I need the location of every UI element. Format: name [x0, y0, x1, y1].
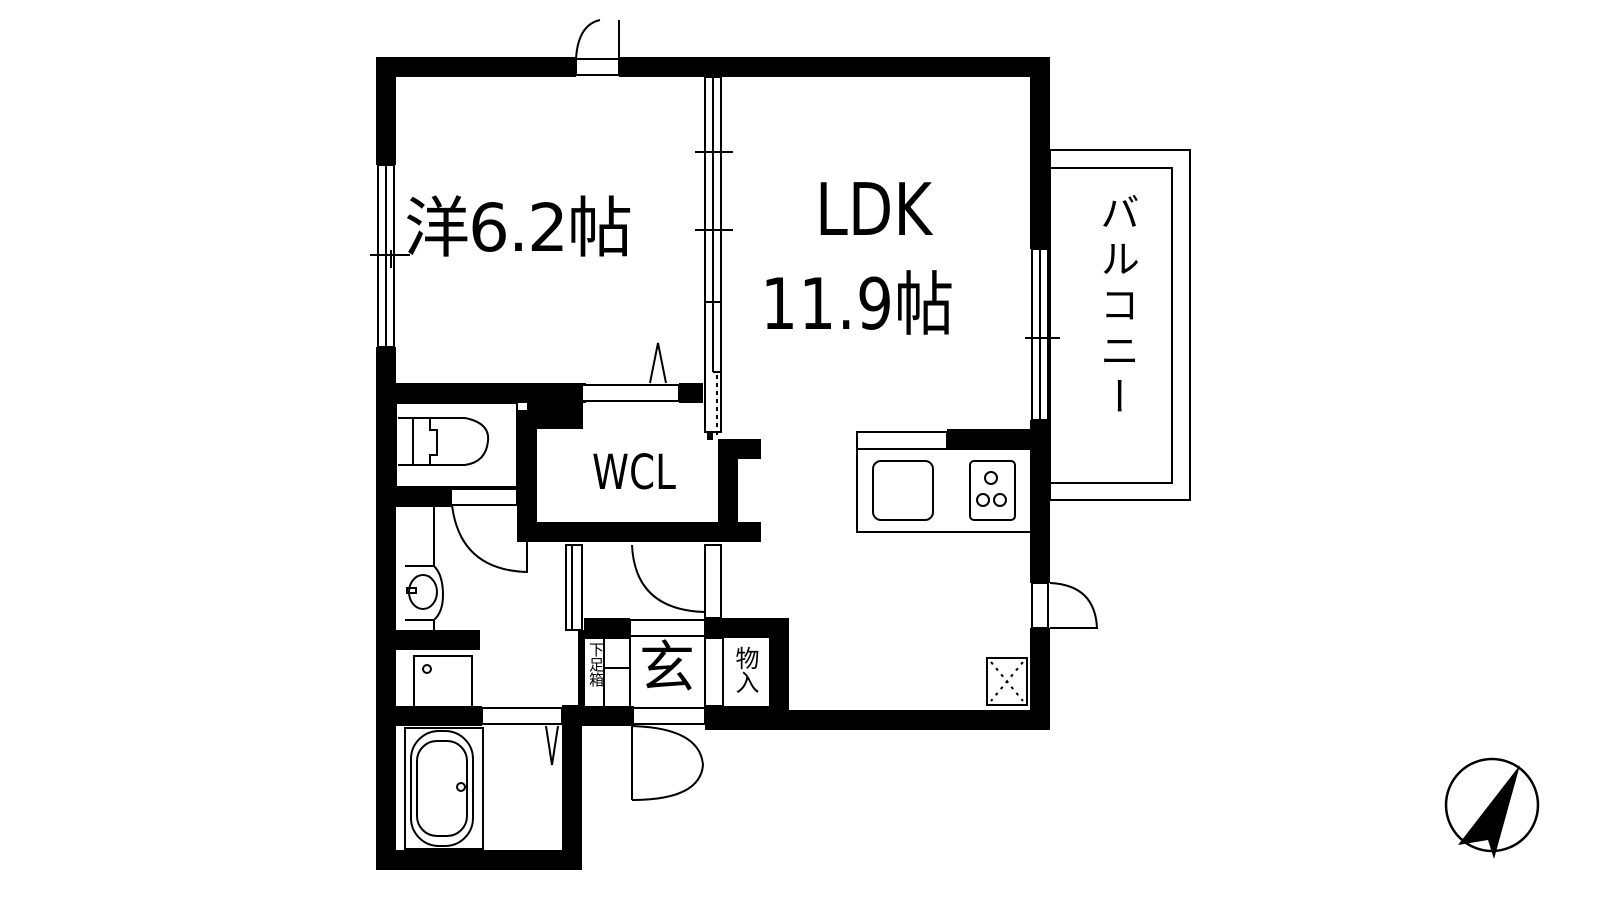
wall-wcl: [718, 439, 761, 459]
wall-left: [376, 347, 396, 870]
wall-wash: [376, 630, 480, 650]
wall-bath: [376, 706, 482, 726]
room-label-shoe-box: 下足箱: [587, 642, 605, 687]
wall-wcl: [517, 522, 761, 542]
wall-western-bottom: [679, 383, 703, 403]
north-arrow-icon: [1444, 757, 1540, 859]
room-label-storage: 物入: [731, 646, 759, 694]
room-label-entrance: 玄: [639, 636, 695, 701]
wall-top: [619, 57, 1050, 77]
wall-entrance: [705, 706, 789, 730]
wall-entrance: [584, 618, 630, 638]
wall-right: [1030, 628, 1050, 730]
wall-right: [1030, 57, 1050, 249]
wall-left: [376, 57, 396, 165]
room-label-western: 洋6.2帖: [404, 190, 633, 267]
wall-bath: [376, 850, 582, 870]
wall-toilet: [376, 487, 451, 507]
room-label-ldk-size: 11.9帖: [760, 264, 955, 346]
wall-bottom: [705, 710, 1050, 730]
wall-bath: [562, 705, 582, 870]
wall-storage: [769, 618, 789, 730]
wall-wcl: [718, 449, 738, 539]
wall-wcl: [517, 410, 537, 542]
wall-kitchen: [947, 429, 1050, 449]
wall-entrance: [566, 706, 634, 726]
room-label-wcl: WCL: [592, 445, 677, 501]
room-label-balcony: バルコニー: [1093, 192, 1139, 422]
wall-entrance: [705, 618, 789, 638]
wall-corridor: [578, 630, 584, 708]
room-label-ldk: LDK: [815, 168, 933, 252]
wall-top: [376, 57, 576, 77]
wall-right: [1030, 420, 1050, 583]
